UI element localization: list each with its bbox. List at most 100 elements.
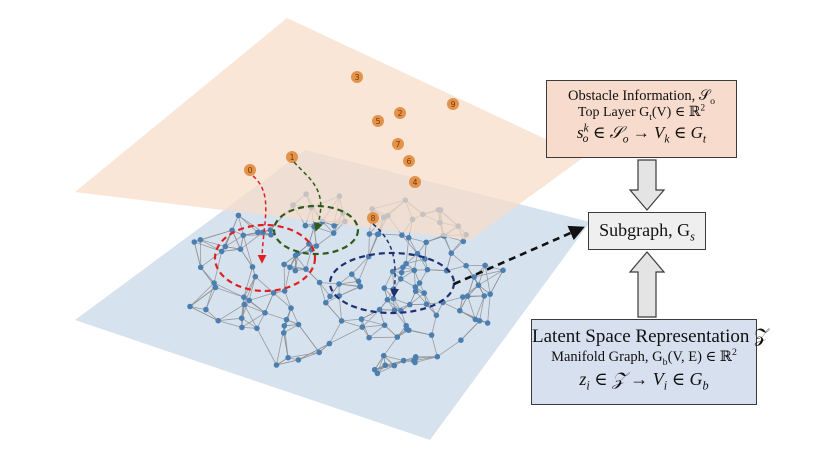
graph-edge: [374, 360, 404, 371]
obstacle-node-1: [286, 151, 298, 163]
graph-edge: [189, 282, 215, 307]
graph-node: [374, 370, 381, 377]
graph-edge: [362, 309, 380, 328]
graph-edge: [319, 282, 331, 297]
graph-node: [412, 284, 419, 290]
graph-edge: [243, 276, 256, 298]
graph-node: [336, 281, 342, 287]
graph-node: [414, 250, 421, 257]
graph-edge: [431, 315, 437, 336]
obstacle-node-5-label: 5: [375, 117, 380, 126]
graph-node: [295, 321, 302, 328]
graph-edge: [256, 312, 266, 329]
graph-edge: [248, 300, 266, 314]
graph-node: [355, 278, 362, 285]
graph-edge: [218, 317, 242, 322]
graph-node: [412, 355, 419, 361]
graph-node: [281, 261, 287, 268]
graph-node: [366, 231, 373, 237]
graph-edge: [413, 253, 418, 271]
graph-node: [311, 223, 317, 230]
graph-edge: [238, 215, 244, 236]
graph-edge: [305, 249, 312, 270]
graph-edge: [413, 356, 438, 362]
graph-edge: [478, 269, 504, 286]
obstacle-node-3: [351, 71, 363, 83]
graph-edge: [241, 297, 245, 319]
graph-node: [283, 316, 290, 323]
obstacle-node-2: [394, 107, 406, 119]
graph-edge: [358, 256, 370, 282]
graph-node: [412, 359, 418, 366]
graph-edge: [451, 252, 467, 267]
blue-projection-arrow: [372, 223, 400, 298]
graph-edge: [218, 320, 243, 328]
graph-edge: [256, 328, 277, 366]
graph-node: [457, 307, 463, 314]
graph-edge: [241, 317, 258, 329]
graph-edge: [446, 252, 452, 271]
graph-node: [428, 332, 435, 338]
graph-edge: [368, 233, 379, 257]
graph-node: [249, 264, 256, 270]
graph-node: [381, 285, 388, 291]
graph-edge: [240, 248, 253, 268]
graph-node: [487, 291, 494, 297]
graph-edge: [290, 307, 299, 325]
graph-edge: [423, 292, 437, 316]
graph-node: [471, 274, 477, 280]
obstacle-node-0: [244, 164, 256, 176]
graph-node: [423, 301, 430, 308]
graph-edge: [248, 276, 256, 301]
graph-node: [405, 234, 412, 241]
graph-edge: [221, 248, 241, 252]
graph-edge: [329, 320, 342, 344]
graph-node: [197, 264, 204, 271]
graph-node: [240, 232, 247, 239]
graph-edge: [264, 312, 287, 321]
graph-node: [295, 357, 302, 363]
graph-edge: [213, 282, 245, 298]
graph-edge: [437, 339, 462, 358]
graph-node: [288, 305, 294, 311]
graph-edge: [474, 295, 485, 320]
graph-node: [358, 316, 365, 322]
graph-edge: [460, 320, 480, 341]
graph-edge: [283, 324, 299, 334]
graph-edge: [393, 298, 410, 305]
graph-node: [316, 279, 323, 286]
graph-edge: [406, 258, 425, 265]
top-plane: [75, 18, 584, 240]
graph-edge: [426, 235, 444, 243]
graph-node: [287, 264, 293, 271]
graph-node: [235, 212, 242, 219]
graph-node: [215, 317, 221, 324]
graph-edge: [383, 355, 404, 361]
graph-node: [330, 230, 337, 236]
graph-node: [292, 267, 299, 274]
up-block-arrow: [628, 251, 666, 318]
green-subgraph-circle: [272, 204, 360, 256]
graph-edge: [308, 226, 315, 245]
obstacle-node-9: [447, 98, 459, 110]
graph-edge: [193, 241, 202, 268]
graph-edge: [200, 267, 215, 284]
graph-edge: [238, 215, 259, 233]
graph-edge: [205, 287, 216, 310]
graph-node: [458, 337, 464, 344]
graph-node: [313, 243, 320, 249]
graph-node: [218, 248, 225, 255]
graph-edge: [241, 312, 266, 328]
graph-node: [376, 306, 383, 313]
graph-node: [316, 349, 323, 356]
graph-node: [375, 231, 382, 237]
graph-edge: [339, 285, 361, 297]
graph-edge: [383, 336, 398, 356]
graph-edge: [467, 276, 475, 297]
graph-edge: [249, 292, 274, 301]
graph-edge: [415, 290, 427, 305]
graph-node: [212, 284, 219, 291]
graph-edge: [273, 292, 292, 309]
obstacle-information-box: Obstacle Information, 𝒮o Top Layer Gt(V)…: [546, 80, 737, 158]
graph-node: [384, 296, 391, 303]
